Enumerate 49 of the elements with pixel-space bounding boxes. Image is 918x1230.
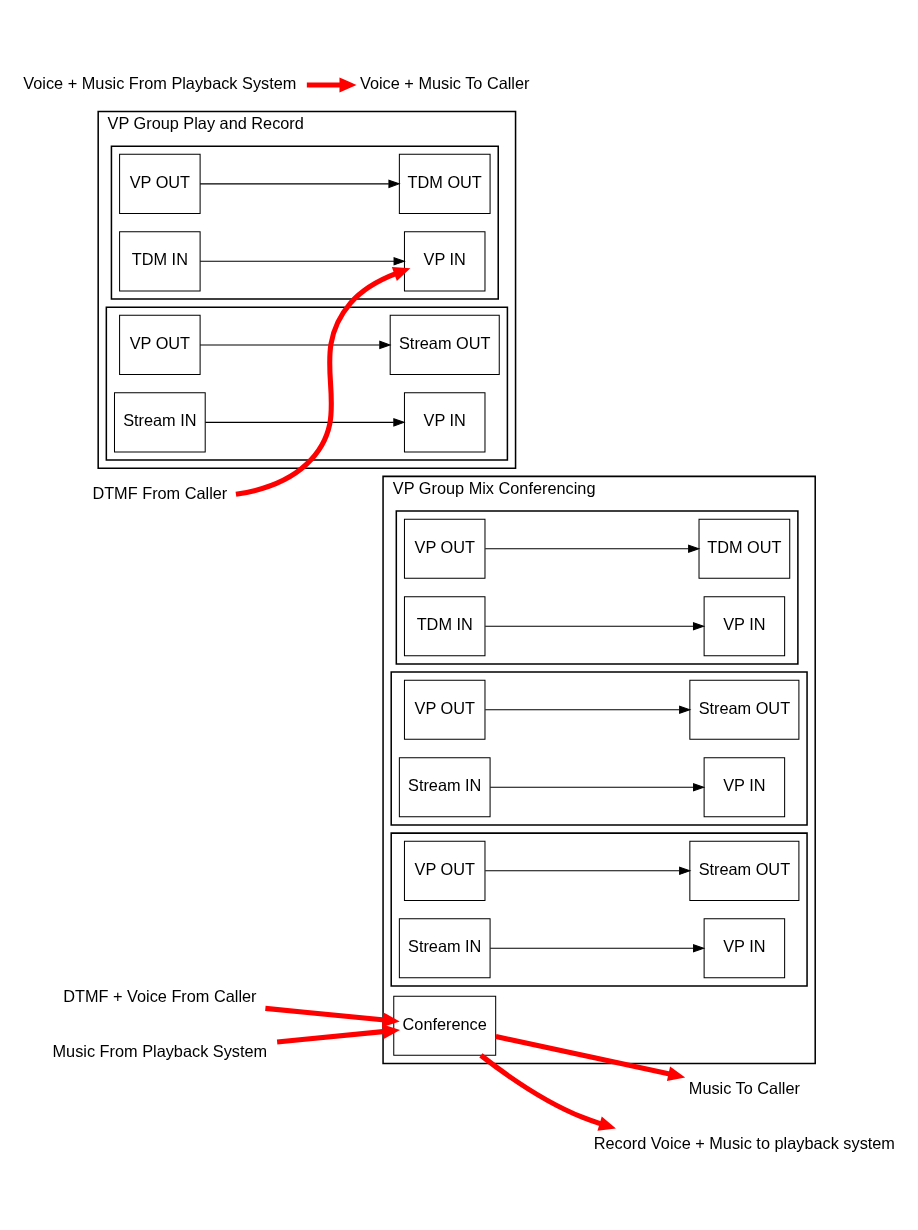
arrow bbox=[235, 267, 410, 497]
node-text: Record Voice + Music to playback system bbox=[593, 1133, 895, 1152]
node-box: VP IN bbox=[703, 918, 785, 979]
arrow bbox=[494, 1034, 685, 1082]
node-text: Music To Caller bbox=[688, 1078, 800, 1097]
cluster bbox=[110, 145, 499, 300]
node-box: TDM OUT bbox=[398, 153, 491, 214]
node-text: Music From Playback System bbox=[52, 1042, 267, 1061]
node-box: Stream OUT bbox=[688, 679, 799, 740]
arrow bbox=[199, 179, 401, 189]
arrow bbox=[204, 418, 406, 427]
node-box: TDM IN bbox=[403, 596, 485, 657]
node-text: Voice + Music From Playback System bbox=[22, 73, 296, 92]
node-box: VP IN bbox=[703, 596, 785, 657]
cluster bbox=[395, 510, 799, 665]
node-text: Voice + Music To Caller bbox=[359, 73, 529, 92]
node-box: VP IN bbox=[403, 231, 485, 292]
node-box: VP OUT bbox=[403, 679, 485, 740]
arrow bbox=[484, 866, 691, 876]
arrow bbox=[199, 340, 392, 350]
node-box: VP OUT bbox=[403, 840, 485, 901]
node-box: VP OUT bbox=[118, 153, 201, 214]
node-box: VP IN bbox=[403, 392, 485, 453]
arrow bbox=[199, 257, 406, 266]
cluster bbox=[389, 832, 808, 987]
arrow bbox=[306, 77, 357, 93]
node-box: Stream IN bbox=[398, 918, 491, 979]
node-box: Stream OUT bbox=[688, 840, 799, 901]
arrow bbox=[264, 1005, 400, 1028]
node-text: DTMF + Voice From Caller bbox=[62, 987, 257, 1006]
cluster bbox=[389, 671, 808, 826]
node-box: VP OUT bbox=[403, 518, 485, 579]
node-box: TDM OUT bbox=[698, 518, 790, 579]
node-box: VP OUT bbox=[118, 314, 201, 375]
node-box: VP IN bbox=[703, 757, 785, 818]
cluster bbox=[105, 306, 508, 461]
arrow bbox=[484, 705, 691, 715]
node-box: Stream IN bbox=[398, 757, 491, 818]
arrow bbox=[478, 1053, 616, 1131]
arrow bbox=[484, 621, 705, 631]
arrow bbox=[489, 944, 705, 953]
arrow bbox=[489, 782, 705, 792]
node-box: Stream IN bbox=[113, 392, 206, 453]
node-box: Stream OUT bbox=[389, 314, 500, 375]
node-box: TDM IN bbox=[118, 231, 201, 292]
node-box: Conference bbox=[392, 995, 496, 1056]
arrow bbox=[276, 1024, 400, 1045]
node-text: DTMF From Caller bbox=[91, 483, 227, 502]
arrow bbox=[484, 544, 700, 554]
